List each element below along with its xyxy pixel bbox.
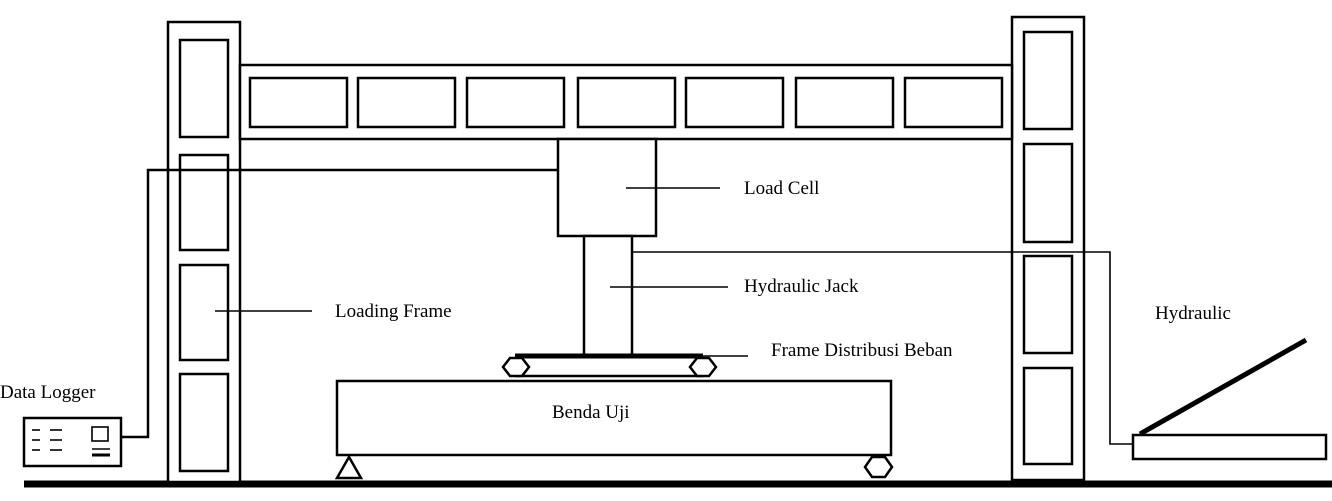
label-hydraulic-jack: Hydraulic Jack [744,276,859,297]
hydraulic-pump [1131,337,1328,461]
right-column [1010,15,1086,482]
left-column [166,20,242,484]
label-benda-uji: Benda Uji [552,402,630,423]
hydraulic-jack [582,234,634,359]
label-frame-distribusi-beban: Frame Distribusi Beban [771,340,953,361]
label-load-cell: Load Cell [744,178,819,199]
label-hydraulic: Hydraulic [1155,303,1231,324]
pin-support [334,454,364,480]
top-beam [238,63,1014,141]
label-loading-frame: Loading Frame [335,301,452,322]
label-data-logger: Data Logger [0,382,96,403]
data-logger-cable [121,168,558,439]
data-logger [22,416,123,468]
specimen-beam [335,379,893,457]
load-distribution-frame [501,353,718,378]
hydraulic-hose [632,251,1133,445]
roller-support [863,455,894,479]
